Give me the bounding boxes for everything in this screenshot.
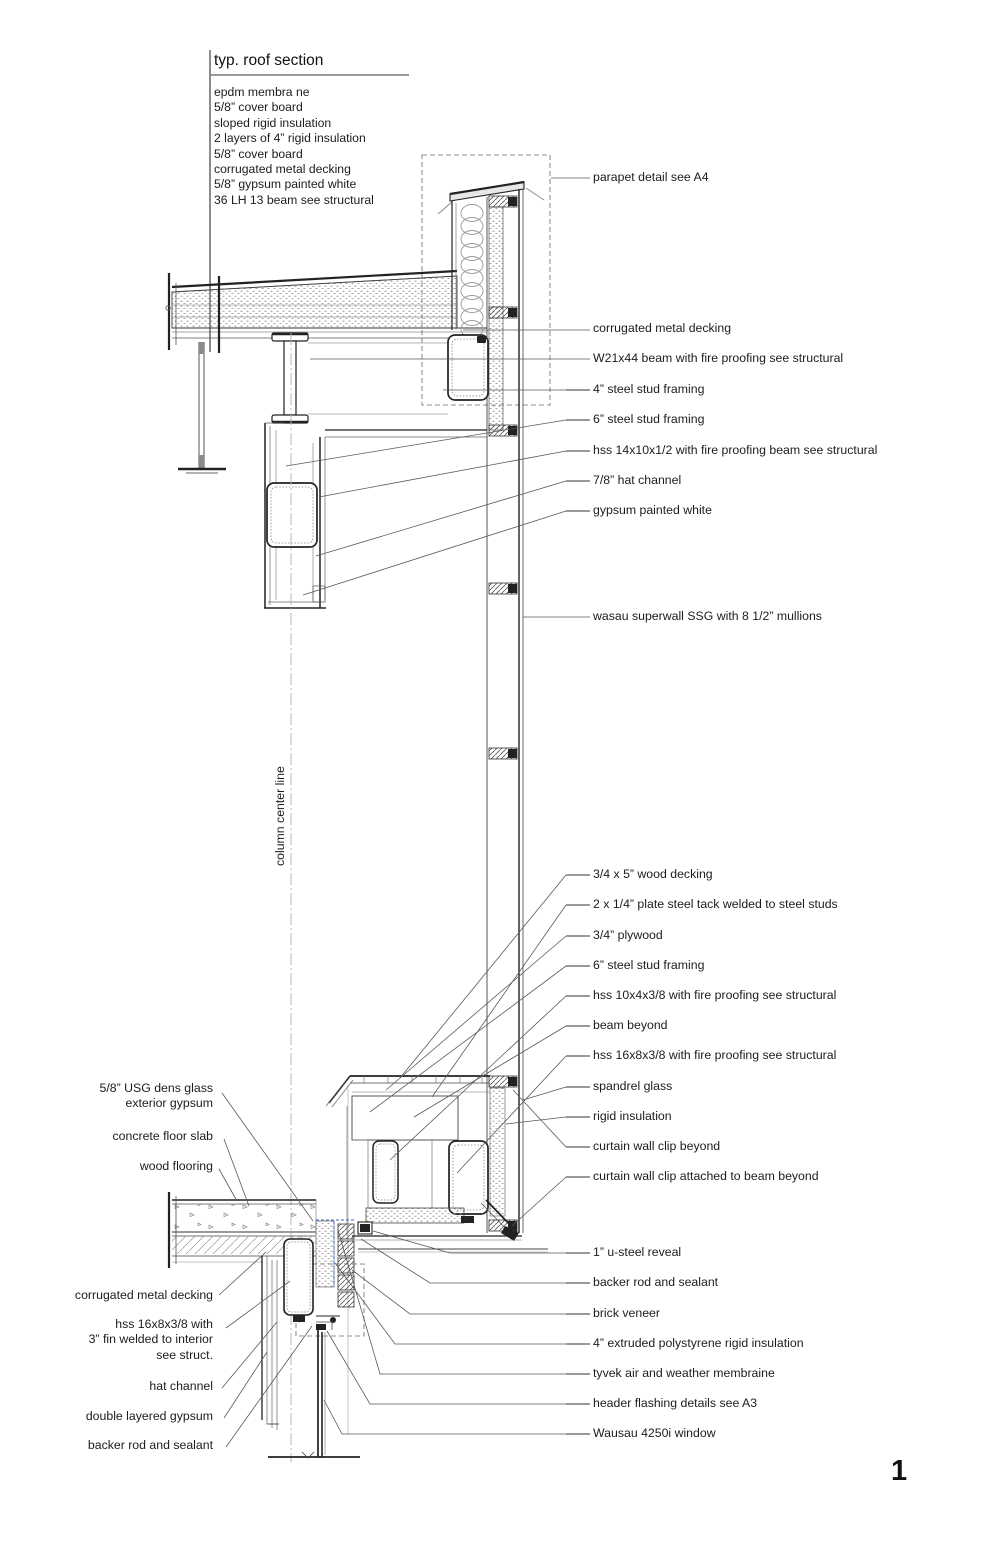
column-centerline-label: column center line (273, 766, 287, 866)
callout-label: concrete floor slab (112, 1129, 213, 1143)
spandrel-assembly (325, 1075, 548, 1253)
callout-label: brick veneer (593, 1306, 660, 1320)
callout-label: hat channel (149, 1379, 213, 1393)
callout-label: wood flooring (139, 1159, 213, 1173)
assembly-list-item: sloped rigid insulation (214, 115, 332, 130)
assembly-list-item: 5/8” cover board (214, 100, 303, 115)
callout-label: hss 10x4x3/8 with fire proofing see stru… (593, 988, 837, 1002)
roof-assembly-list: epdm membra ne 5/8” cover board sloped r… (214, 85, 374, 208)
callout-label: backer rod and sealant (593, 1275, 719, 1289)
assembly-list-item: corrugated metal decking (214, 162, 351, 177)
roof-deck (165, 269, 487, 474)
drawing-title: typ. roof section (214, 52, 324, 69)
callout-label: backer rod and sealant (87, 1438, 213, 1452)
callout-label: 2 x 1/4” plate steel tack welded to stee… (593, 897, 838, 911)
callout-label: 4” steel stud framing (593, 382, 705, 396)
callout-label: curtain wall clip beyond (593, 1139, 721, 1153)
mullion-blocks (488, 195, 518, 1232)
window-assembly (261, 1219, 360, 1459)
leader-ticks (566, 389, 590, 1435)
callout-label: 6” steel stud framing (593, 958, 705, 972)
callout-label: 5/8” USG dens glass exterior gypsum (99, 1081, 213, 1111)
callout-label: double layered gypsum (85, 1409, 213, 1423)
assembly-list-item: 5/8” cover board (214, 146, 303, 161)
callout-label: wasau superwall SSG with 8 1/2” mullions (593, 609, 822, 623)
brick-veneer (337, 1223, 355, 1308)
parapet-assembly (437, 180, 545, 431)
hss-beam-fireproofed (447, 334, 489, 401)
callout-label: W21x44 beam with fire proofing see struc… (593, 351, 844, 365)
callout-label: corrugated metal decking (74, 1288, 213, 1302)
leader-lines (218, 177, 590, 1448)
callout-label: gypsum painted white (593, 503, 712, 517)
callout-label: hss 16x8x3/8 with 3” fin welded to inter… (88, 1317, 213, 1362)
callout-label: 6” steel stud framing (593, 412, 705, 426)
floor-slab (167, 1192, 317, 1268)
callout-label: parapet detail see A4 (593, 170, 709, 184)
callout-label: 4” extruded polystyrene rigid insulation (593, 1336, 804, 1350)
callout-label: curtain wall clip attached to beam beyon… (593, 1169, 819, 1183)
soffit-enclosure (264, 422, 487, 609)
callout-label: header flashing details see A3 (593, 1396, 758, 1410)
callout-label: tyvek air and weather membraine (593, 1366, 775, 1380)
assembly-list-item: 36 LH 13 beam see structural (214, 192, 374, 207)
assembly-list-item: 2 layers of 4” rigid insulation (214, 131, 366, 146)
callout-label: hss 16x8x3/8 with fire proofing see stru… (593, 1048, 837, 1062)
callout-label: rigid insulation (593, 1109, 672, 1123)
callout-label: 7/8” hat channel (593, 473, 682, 487)
callout-label: 3/4” plywood (593, 928, 663, 942)
callout-label: beam beyond (593, 1018, 668, 1032)
callout-label: spandrel glass (593, 1079, 673, 1093)
callout-label: 1” u-steel reveal (593, 1245, 682, 1259)
sheet-number: 1 (891, 1455, 908, 1487)
assembly-list-item: epdm membra ne (214, 85, 310, 99)
assembly-list-item: 5/8” gypsum painted white (214, 177, 357, 192)
callout-label: hss 14x10x1/2 with fire proofing beam se… (593, 443, 878, 457)
callout-label: corrugated metal decking (593, 321, 732, 335)
callout-label: 3/4 x 5” wood decking (593, 867, 713, 881)
w21-beam (271, 332, 448, 424)
callout-label: Wausau 4250i window (593, 1426, 716, 1440)
